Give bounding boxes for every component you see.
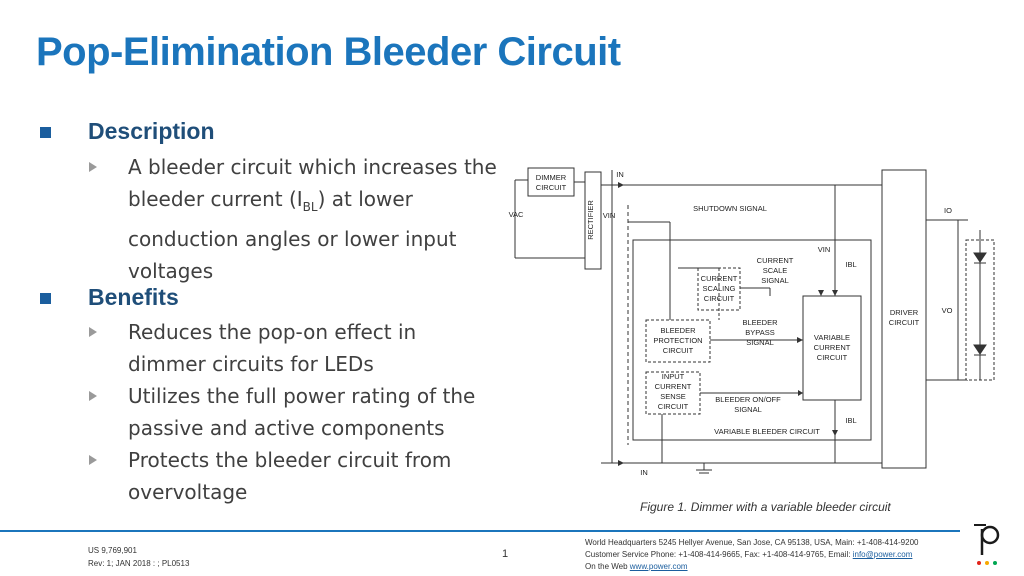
shutdown-signal-label: SHUTDOWN SIGNAL xyxy=(693,204,767,213)
square-bullet-icon xyxy=(40,293,51,304)
description-subscript: BL xyxy=(302,200,318,214)
vin-right-label: VIN xyxy=(818,245,831,254)
scaling-circuit-label-2: SCALING xyxy=(703,284,736,293)
dimmer-label-1: DIMMER xyxy=(536,173,567,182)
input-sense-label-4: CIRCUIT xyxy=(658,402,689,411)
bypass-signal-label-1: BLEEDER xyxy=(742,318,778,327)
patent-number: US 9,769,901 xyxy=(88,546,137,555)
customer-service-line: Customer Service Phone: +1-408-414-9665,… xyxy=(585,549,918,561)
dimmer-label-2: CIRCUIT xyxy=(536,183,567,192)
bleeder-protection-label-2: PROTECTION xyxy=(653,336,702,345)
triangle-bullet-icon xyxy=(89,391,97,401)
driver-circuit-label-1: DRIVER xyxy=(890,308,919,317)
web-text: On the Web xyxy=(585,562,630,571)
scaling-circuit-label-3: CIRCUIT xyxy=(704,294,735,303)
footer-left: US 9,769,901 Rev: 1; JAN 2018 : ; PL0513 xyxy=(88,544,189,570)
figure-caption: Figure 1. Dimmer with a variable bleeder… xyxy=(640,500,891,514)
input-sense-label-3: SENSE xyxy=(660,392,685,401)
customer-service-text: Customer Service Phone: +1-408-414-9665,… xyxy=(585,550,853,559)
footer-rule xyxy=(0,530,960,532)
input-sense-label-2: CURRENT xyxy=(655,382,692,391)
ibl-top-label: IBL xyxy=(845,260,856,269)
benefit-item: Reduces the pop-on effect in dimmer circ… xyxy=(128,320,417,376)
benefit-item: Protects the bleeder circuit from overvo… xyxy=(128,448,452,504)
onoff-signal-label-2: SIGNAL xyxy=(734,405,762,414)
io-label: IO xyxy=(944,206,952,215)
description-item: A bleeder circuit which increases the bl… xyxy=(128,151,498,287)
circuit-diagram: DIMMER CIRCUIT RECTIFIER VAC VIN SHUTDOW… xyxy=(509,167,995,477)
benefits-heading: Benefits xyxy=(88,284,179,310)
onoff-signal-label-1: BLEEDER ON/OFF xyxy=(715,395,781,404)
description-text-post: ) at lower conduction angles or lower in… xyxy=(128,187,457,283)
benefit-item: Utilizes the full power rating of the pa… xyxy=(128,384,476,440)
footer-contact: World Headquarters 5245 Hellyer Avenue, … xyxy=(585,537,918,573)
variable-current-label-2: CURRENT xyxy=(814,343,851,352)
triangle-bullet-icon xyxy=(89,455,97,465)
vo-label: VO xyxy=(942,306,953,315)
revision-info: Rev: 1; JAN 2018 : ; PL0513 xyxy=(88,559,190,568)
current-scale-label-2: SCALE xyxy=(763,266,788,275)
triangle-bullet-icon xyxy=(89,162,97,172)
current-scale-label-1: CURRENT xyxy=(757,256,794,265)
current-scale-label-3: SIGNAL xyxy=(761,276,789,285)
variable-current-label-1: VARIABLE xyxy=(814,333,850,342)
page-number: 1 xyxy=(502,548,509,560)
web-line: On the Web www.power.com xyxy=(585,561,918,573)
in-top-label: IN xyxy=(616,170,624,179)
website-link[interactable]: www.power.com xyxy=(629,562,688,571)
driver-circuit-label-2: CIRCUIT xyxy=(889,318,920,327)
vac-label: VAC xyxy=(509,210,524,219)
input-sense-label-1: INPUT xyxy=(662,372,685,381)
bypass-signal-label-2: BYPASS xyxy=(745,328,774,337)
triangle-bullet-icon xyxy=(89,327,97,337)
page-title: Pop-Elimination Bleeder Circuit xyxy=(36,30,621,74)
power-integrations-logo xyxy=(974,524,1000,565)
email-link[interactable]: info@power.com xyxy=(852,550,913,559)
variable-current-label-3: CIRCUIT xyxy=(817,353,848,362)
ibl-bottom-label: IBL xyxy=(845,416,856,425)
rectifier-label: RECTIFIER xyxy=(586,200,595,240)
bypass-signal-label-3: SIGNAL xyxy=(746,338,774,347)
description-heading: Description xyxy=(88,118,215,144)
vin-top-label: VIN xyxy=(603,211,616,220)
square-bullet-icon xyxy=(40,127,51,138)
scaling-circuit-label-1: CURRENT xyxy=(701,274,738,283)
description-text-pre: A bleeder circuit which increases the bl… xyxy=(128,155,497,211)
in-bottom-label: IN xyxy=(640,468,648,477)
headquarters-address: World Headquarters 5245 Hellyer Avenue, … xyxy=(585,538,919,547)
variable-bleeder-label: VARIABLE BLEEDER CIRCUIT xyxy=(714,427,820,436)
bleeder-protection-label-1: BLEEDER xyxy=(660,326,696,335)
bleeder-protection-label-3: CIRCUIT xyxy=(663,346,694,355)
